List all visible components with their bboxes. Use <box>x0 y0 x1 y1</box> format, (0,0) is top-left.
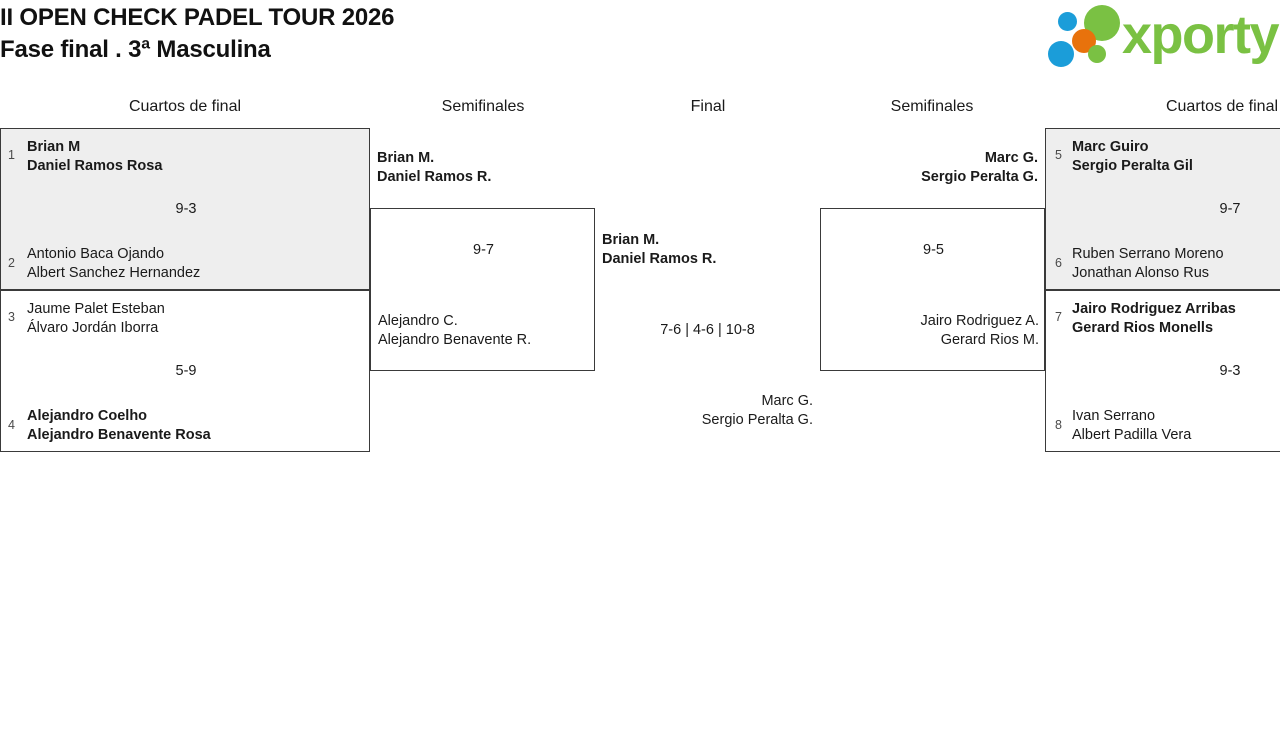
logo-dots-icon <box>1048 5 1126 67</box>
team-player-2: Alejandro Benavente R. <box>378 332 532 348</box>
team-player-2: Albert Padilla Vera <box>1072 427 1192 443</box>
seed-number: 6 <box>1055 256 1062 270</box>
sf-right-winner-player-1: Marc G. <box>984 150 1038 166</box>
sf-right-winner-player-2: Sergio Peralta G. <box>921 169 1038 185</box>
match-box-qf1[interactable]: 1 Brian M Daniel Ramos Rosa 9-3 2 Antoni… <box>0 128 370 290</box>
final-score: 7-6 | 4-6 | 10-8 <box>660 322 755 338</box>
round-header-sf-left: Semifinales <box>441 98 525 115</box>
team-player-1: Brian M <box>27 139 81 155</box>
team-player-2: Sergio Peralta Gil <box>1072 158 1193 174</box>
match-score: 5-9 <box>175 363 197 379</box>
seed-number: 8 <box>1055 418 1062 432</box>
match-box-qf3[interactable]: 5 Marc Guiro Sergio Peralta Gil 9-7 6 Ru… <box>1045 128 1280 290</box>
final-left-player-1: Brian M. <box>602 232 660 248</box>
match-score: 9-7 <box>1219 201 1241 217</box>
round-header-final: Final <box>690 98 726 115</box>
logo-wordmark: xporty <box>1122 5 1280 65</box>
team-player-1: Alejandro C. <box>378 313 458 329</box>
final-right-player-2: Sergio Peralta G. <box>701 412 813 428</box>
team-player-2: Álvaro Jordán Iborra <box>27 320 159 336</box>
sf-left-winner-player-1: Brian M. <box>377 150 435 166</box>
seed-number: 3 <box>8 310 15 324</box>
match-score: 9-3 <box>175 201 197 217</box>
team-player-2: Gerard Rios Monells <box>1072 320 1214 336</box>
final-right-player-1: Marc G. <box>761 393 813 409</box>
logo-dot-green-small-icon <box>1088 45 1106 63</box>
round-header-sf-right: Semifinales <box>890 98 974 115</box>
sf-left-winner-player-2: Daniel Ramos R. <box>377 169 492 185</box>
match-box-qf2[interactable]: 3 Jaume Palet Esteban Álvaro Jordán Ibor… <box>0 290 370 452</box>
seed-number: 1 <box>8 148 15 162</box>
tournament-phase: Fase final . 3ª Masculina <box>0 36 271 63</box>
team-player-1: Jaume Palet Esteban <box>27 301 165 317</box>
seed-number: 7 <box>1055 310 1062 324</box>
logo-dot-blue-bottom-icon <box>1048 41 1074 67</box>
team-player-2: Alejandro Benavente Rosa <box>27 427 211 443</box>
team-player-1: Jairo Rodriguez A. <box>920 313 1039 329</box>
tournament-name: II OPEN CHECK PADEL TOUR 2026 <box>0 4 395 31</box>
match-box-sf-right[interactable]: 9-5 Jairo Rodriguez A. Gerard Rios M. <box>820 208 1045 371</box>
team-player-1: Marc Guiro <box>1072 139 1149 155</box>
match-score: 9-5 <box>923 242 944 258</box>
match-score: 9-3 <box>1219 363 1241 379</box>
logo-dot-blue-top-icon <box>1058 12 1077 31</box>
round-header-qf-left: Cuartos de final <box>128 98 242 115</box>
team-player-2: Jonathan Alonso Rus <box>1072 265 1210 281</box>
team-player-1: Ivan Serrano <box>1072 408 1156 424</box>
match-score: 9-7 <box>473 242 494 258</box>
match-box-qf4[interactable]: 7 Jairo Rodriguez Arribas Gerard Rios Mo… <box>1045 290 1280 452</box>
match-box-sf-left[interactable]: 9-7 Alejandro C. Alejandro Benavente R. <box>370 208 595 371</box>
page-title: II OPEN CHECK PADEL TOUR 2026 Fase final… <box>0 2 395 66</box>
team-player-1: Antonio Baca Ojando <box>27 246 165 262</box>
team-player-2: Albert Sanchez Hernandez <box>27 265 201 281</box>
team-player-2: Daniel Ramos Rosa <box>27 158 163 174</box>
xporty-logo[interactable]: xporty <box>1048 5 1280 69</box>
final-left-player-2: Daniel Ramos R. <box>602 251 717 267</box>
team-player-1: Alejandro Coelho <box>27 408 148 424</box>
seed-number: 5 <box>1055 148 1062 162</box>
seed-number: 2 <box>8 256 15 270</box>
team-player-2: Gerard Rios M. <box>940 332 1039 348</box>
round-header-qf-right: Cuartos de final <box>1165 98 1279 115</box>
final-rail-left <box>594 208 595 371</box>
team-player-1: Jairo Rodriguez Arribas <box>1072 301 1236 317</box>
final-stub-left <box>580 370 595 371</box>
seed-number: 4 <box>8 418 15 432</box>
team-player-1: Ruben Serrano Moreno <box>1072 246 1224 262</box>
